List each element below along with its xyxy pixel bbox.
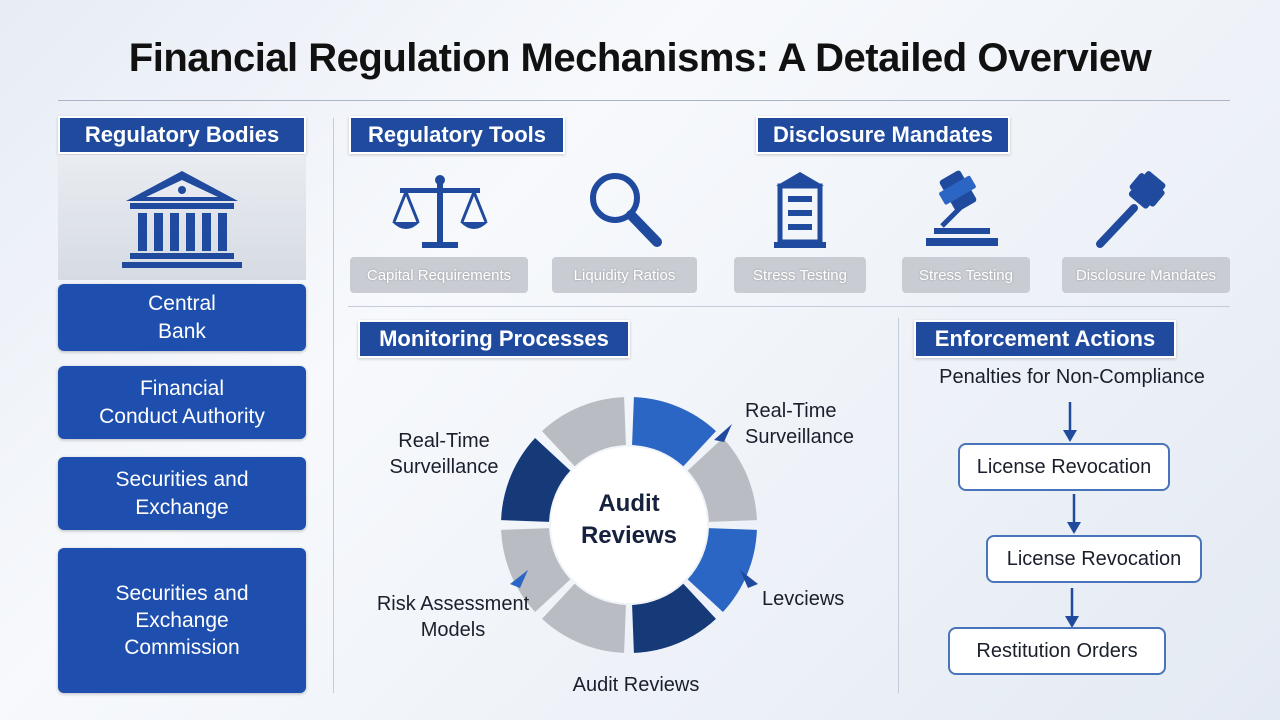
tool-liquidity-ratios[interactable]: Liquidity Ratios: [552, 257, 697, 293]
body-card-securities-exchange-commission[interactable]: Securities and Exchange Commission: [58, 548, 306, 693]
disclosure-mandates-header: Disclosure Mandates: [756, 116, 1010, 154]
enforcement-actions-header: Enforcement Actions: [914, 320, 1176, 358]
column-divider-right: [898, 318, 899, 693]
donut-segment: [542, 397, 626, 467]
monitoring-cycle-donut: [501, 397, 757, 653]
arrow-down-icon: [1067, 494, 1081, 534]
bank-building-icon: [122, 171, 242, 268]
label-reviews-right: Levciews: [762, 588, 845, 610]
label-risk-assessment-models: Risk Assessment Models: [376, 593, 530, 641]
donut-center-label: Audit Reviews: [580, 490, 678, 550]
monitoring-processes-header: Monitoring Processes: [358, 320, 630, 358]
tool-stress-testing-2[interactable]: Stress Testing: [902, 257, 1030, 293]
tool-stress-testing-1[interactable]: Stress Testing: [734, 257, 866, 293]
label-real-time-surveillance-right: Real-Time Surveillance: [745, 400, 854, 448]
donut-segment: [501, 438, 571, 522]
arrow-down-icon: [1063, 402, 1077, 442]
donut-center-hole: [551, 447, 707, 603]
tool-capital-requirements[interactable]: Capital Requirements: [350, 257, 528, 293]
donut-segment: [687, 438, 757, 522]
page-title: Financial Regulation Mechanisms: A Detai…: [128, 36, 1152, 80]
body-card-securities-and-exchange[interactable]: Securities and Exchange: [58, 457, 306, 530]
arrow-down-icon: [1065, 588, 1079, 628]
column-divider-left: [333, 118, 334, 693]
tool-disclosure-mandates[interactable]: Disclosure Mandates: [1062, 257, 1230, 293]
donut-segment: [632, 583, 716, 653]
donut-segment: [542, 583, 626, 653]
enforcement-step-license-revocation-1[interactable]: License Revocation: [958, 443, 1170, 491]
gavel-stand-icon: [926, 170, 998, 246]
gavel-icon: [1096, 171, 1166, 248]
donut-segment: [501, 528, 571, 612]
building-icon: [774, 172, 826, 248]
enforcement-subtitle: Penalties for Non-Compliance: [939, 366, 1205, 388]
magnifier-icon: [590, 173, 662, 247]
label-real-time-surveillance-left: Real-Time Surveillance: [389, 430, 499, 478]
regulatory-tools-header: Regulatory Tools: [349, 116, 565, 154]
scales-icon: [392, 175, 488, 248]
enforcement-step-restitution-orders[interactable]: Restitution Orders: [948, 627, 1166, 675]
pointer-top-right-icon: [714, 424, 732, 442]
pointer-left-icon: [510, 570, 528, 588]
title-divider: [58, 100, 1230, 101]
pointer-right-icon: [740, 570, 758, 588]
central-bank-illustration: [58, 155, 306, 280]
section-divider-horizontal: [348, 306, 1230, 307]
body-card-financial-conduct-authority[interactable]: Financial Conduct Authority: [58, 366, 306, 439]
enforcement-step-license-revocation-2[interactable]: License Revocation: [986, 535, 1202, 583]
regulatory-bodies-header: Regulatory Bodies: [58, 116, 306, 154]
donut-segment: [632, 397, 716, 467]
body-card-central-bank[interactable]: Central Bank: [58, 284, 306, 351]
label-audit-reviews-bottom: Audit Reviews: [572, 674, 700, 696]
donut-segment: [687, 528, 757, 612]
